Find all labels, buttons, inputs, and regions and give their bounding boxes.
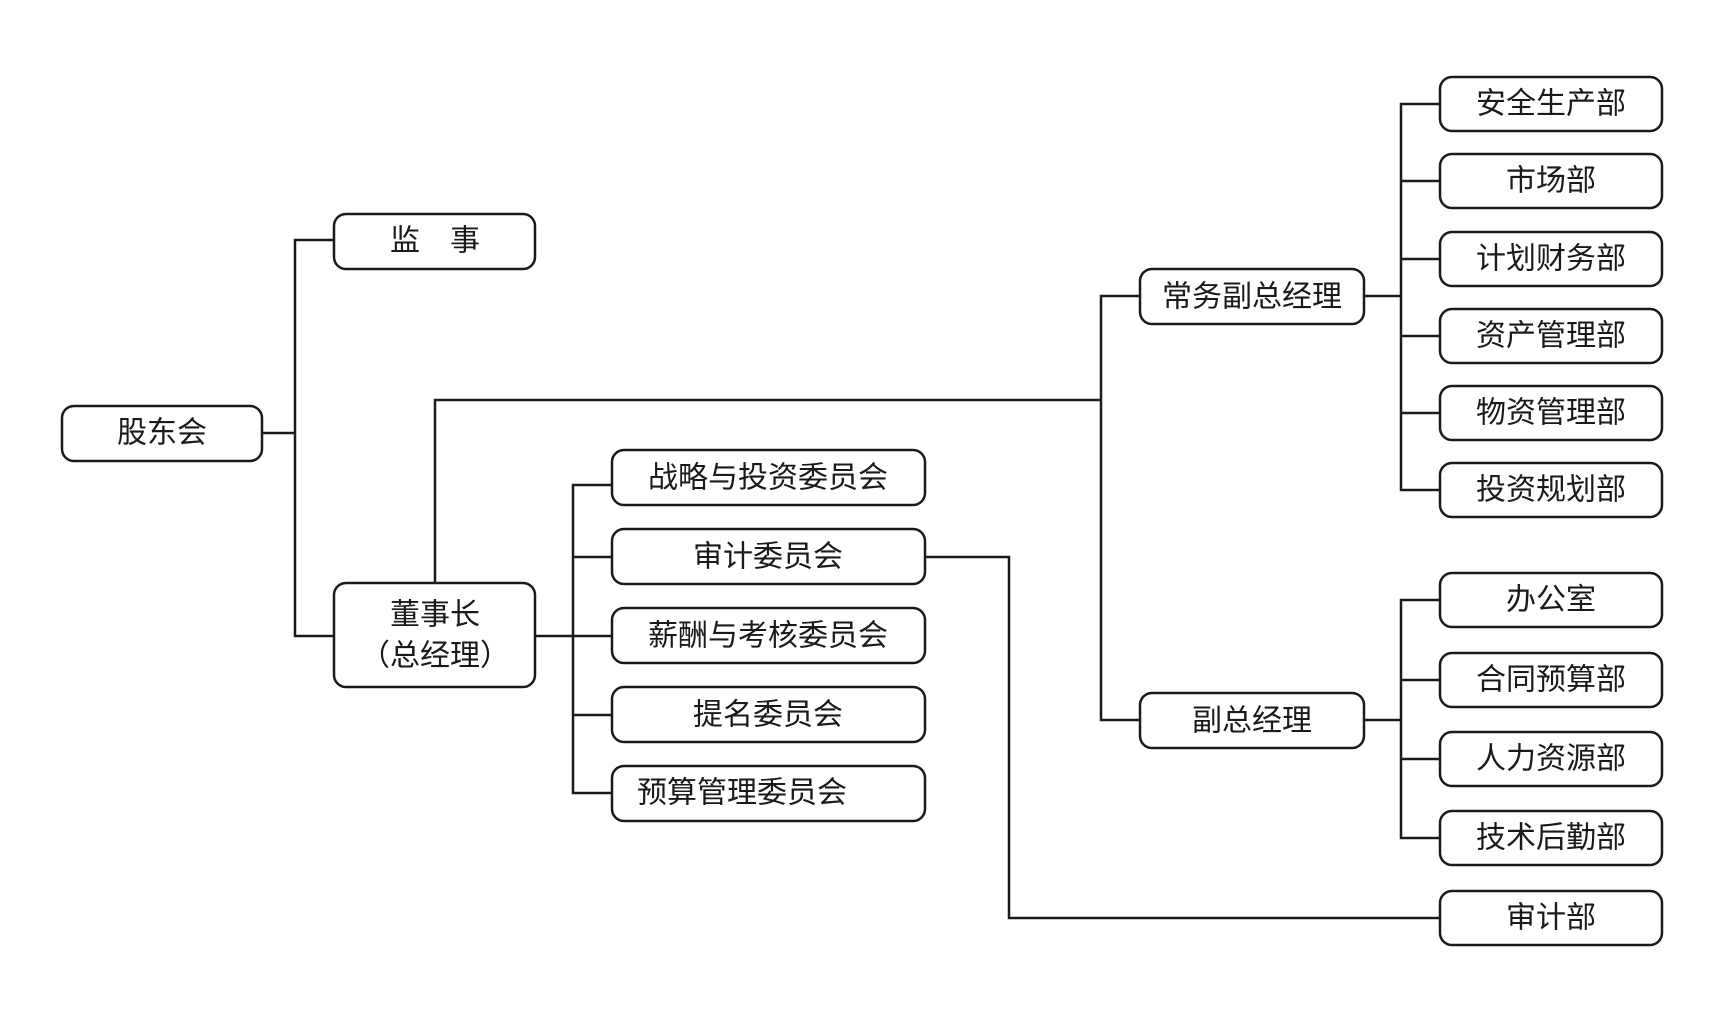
- node-executive-vp-label: 常务副总经理: [1162, 280, 1342, 315]
- node-chairman: 董事长 （总经理）: [332, 581, 537, 689]
- connector-chairman-to-committees: [533, 483, 614, 795]
- connector-audit-committee-to-audit-dept: [923, 555, 1442, 920]
- connector-executive-vp-to-depts: [1362, 102, 1442, 492]
- node-chairman-label-line1: 董事长: [390, 598, 480, 633]
- node-planning-finance-dept: 计划财务部: [1438, 230, 1664, 288]
- node-nomination-committee-label: 提名委员会: [693, 698, 843, 733]
- node-audit-dept-label: 审计部: [1506, 901, 1596, 936]
- node-asset-management-dept: 资产管理部: [1438, 307, 1664, 365]
- connectors: [260, 102, 1442, 920]
- node-vp-label: 副总经理: [1192, 704, 1312, 739]
- node-compensation-committee-label: 薪酬与考核委员会: [648, 619, 888, 654]
- node-tech-logistics-dept: 技术后勤部: [1438, 809, 1664, 867]
- node-hr-dept: 人力资源部: [1438, 730, 1664, 788]
- node-office: 办公室: [1438, 571, 1664, 629]
- node-nomination-committee: 提名委员会: [610, 685, 927, 744]
- connector-chairman-to-vps: [433, 294, 1142, 722]
- node-budget-committee-label: 预算管理委员会: [637, 776, 847, 811]
- node-contract-budget-dept: 合同预算部: [1438, 651, 1664, 709]
- node-audit-dept: 审计部: [1438, 889, 1664, 947]
- node-chairman-label-line2: （总经理）: [360, 639, 510, 674]
- node-market-dept: 市场部: [1438, 152, 1664, 210]
- connector-vp-to-depts: [1362, 598, 1442, 840]
- node-audit-committee: 审计委员会: [610, 527, 927, 586]
- node-office-label: 办公室: [1506, 583, 1596, 618]
- node-executive-vp: 常务副总经理: [1138, 267, 1366, 326]
- node-supervisor: 监 事: [332, 212, 537, 271]
- node-contract-budget-dept-label: 合同预算部: [1476, 663, 1626, 698]
- connector-shareholders-to-supervisor-chairman: [260, 238, 336, 638]
- node-strategy-committee-label: 战略与投资委员会: [648, 461, 888, 496]
- node-hr-dept-label: 人力资源部: [1476, 742, 1626, 777]
- node-materials-management-dept-label: 物资管理部: [1476, 396, 1626, 431]
- node-strategy-committee: 战略与投资委员会: [610, 448, 927, 507]
- node-investment-planning-dept-label: 投资规划部: [1476, 473, 1626, 508]
- node-investment-planning-dept: 投资规划部: [1438, 461, 1664, 519]
- node-safety-production-dept-label: 安全生产部: [1476, 87, 1626, 122]
- node-audit-committee-label: 审计委员会: [693, 540, 843, 575]
- node-supervisor-label: 监 事: [390, 224, 480, 259]
- node-planning-finance-dept-label: 计划财务部: [1476, 242, 1626, 277]
- node-safety-production-dept: 安全生产部: [1438, 75, 1664, 133]
- node-market-dept-label: 市场部: [1506, 164, 1596, 199]
- node-asset-management-dept-label: 资产管理部: [1476, 319, 1626, 354]
- node-compensation-committee: 薪酬与考核委员会: [610, 606, 927, 665]
- node-shareholders-label: 股东会: [117, 416, 207, 451]
- node-budget-committee: 预算管理委员会: [610, 764, 927, 823]
- node-vp: 副总经理: [1138, 691, 1366, 750]
- node-materials-management-dept: 物资管理部: [1438, 384, 1664, 442]
- node-shareholders: 股东会: [60, 404, 264, 463]
- node-tech-logistics-dept-label: 技术后勤部: [1476, 821, 1626, 856]
